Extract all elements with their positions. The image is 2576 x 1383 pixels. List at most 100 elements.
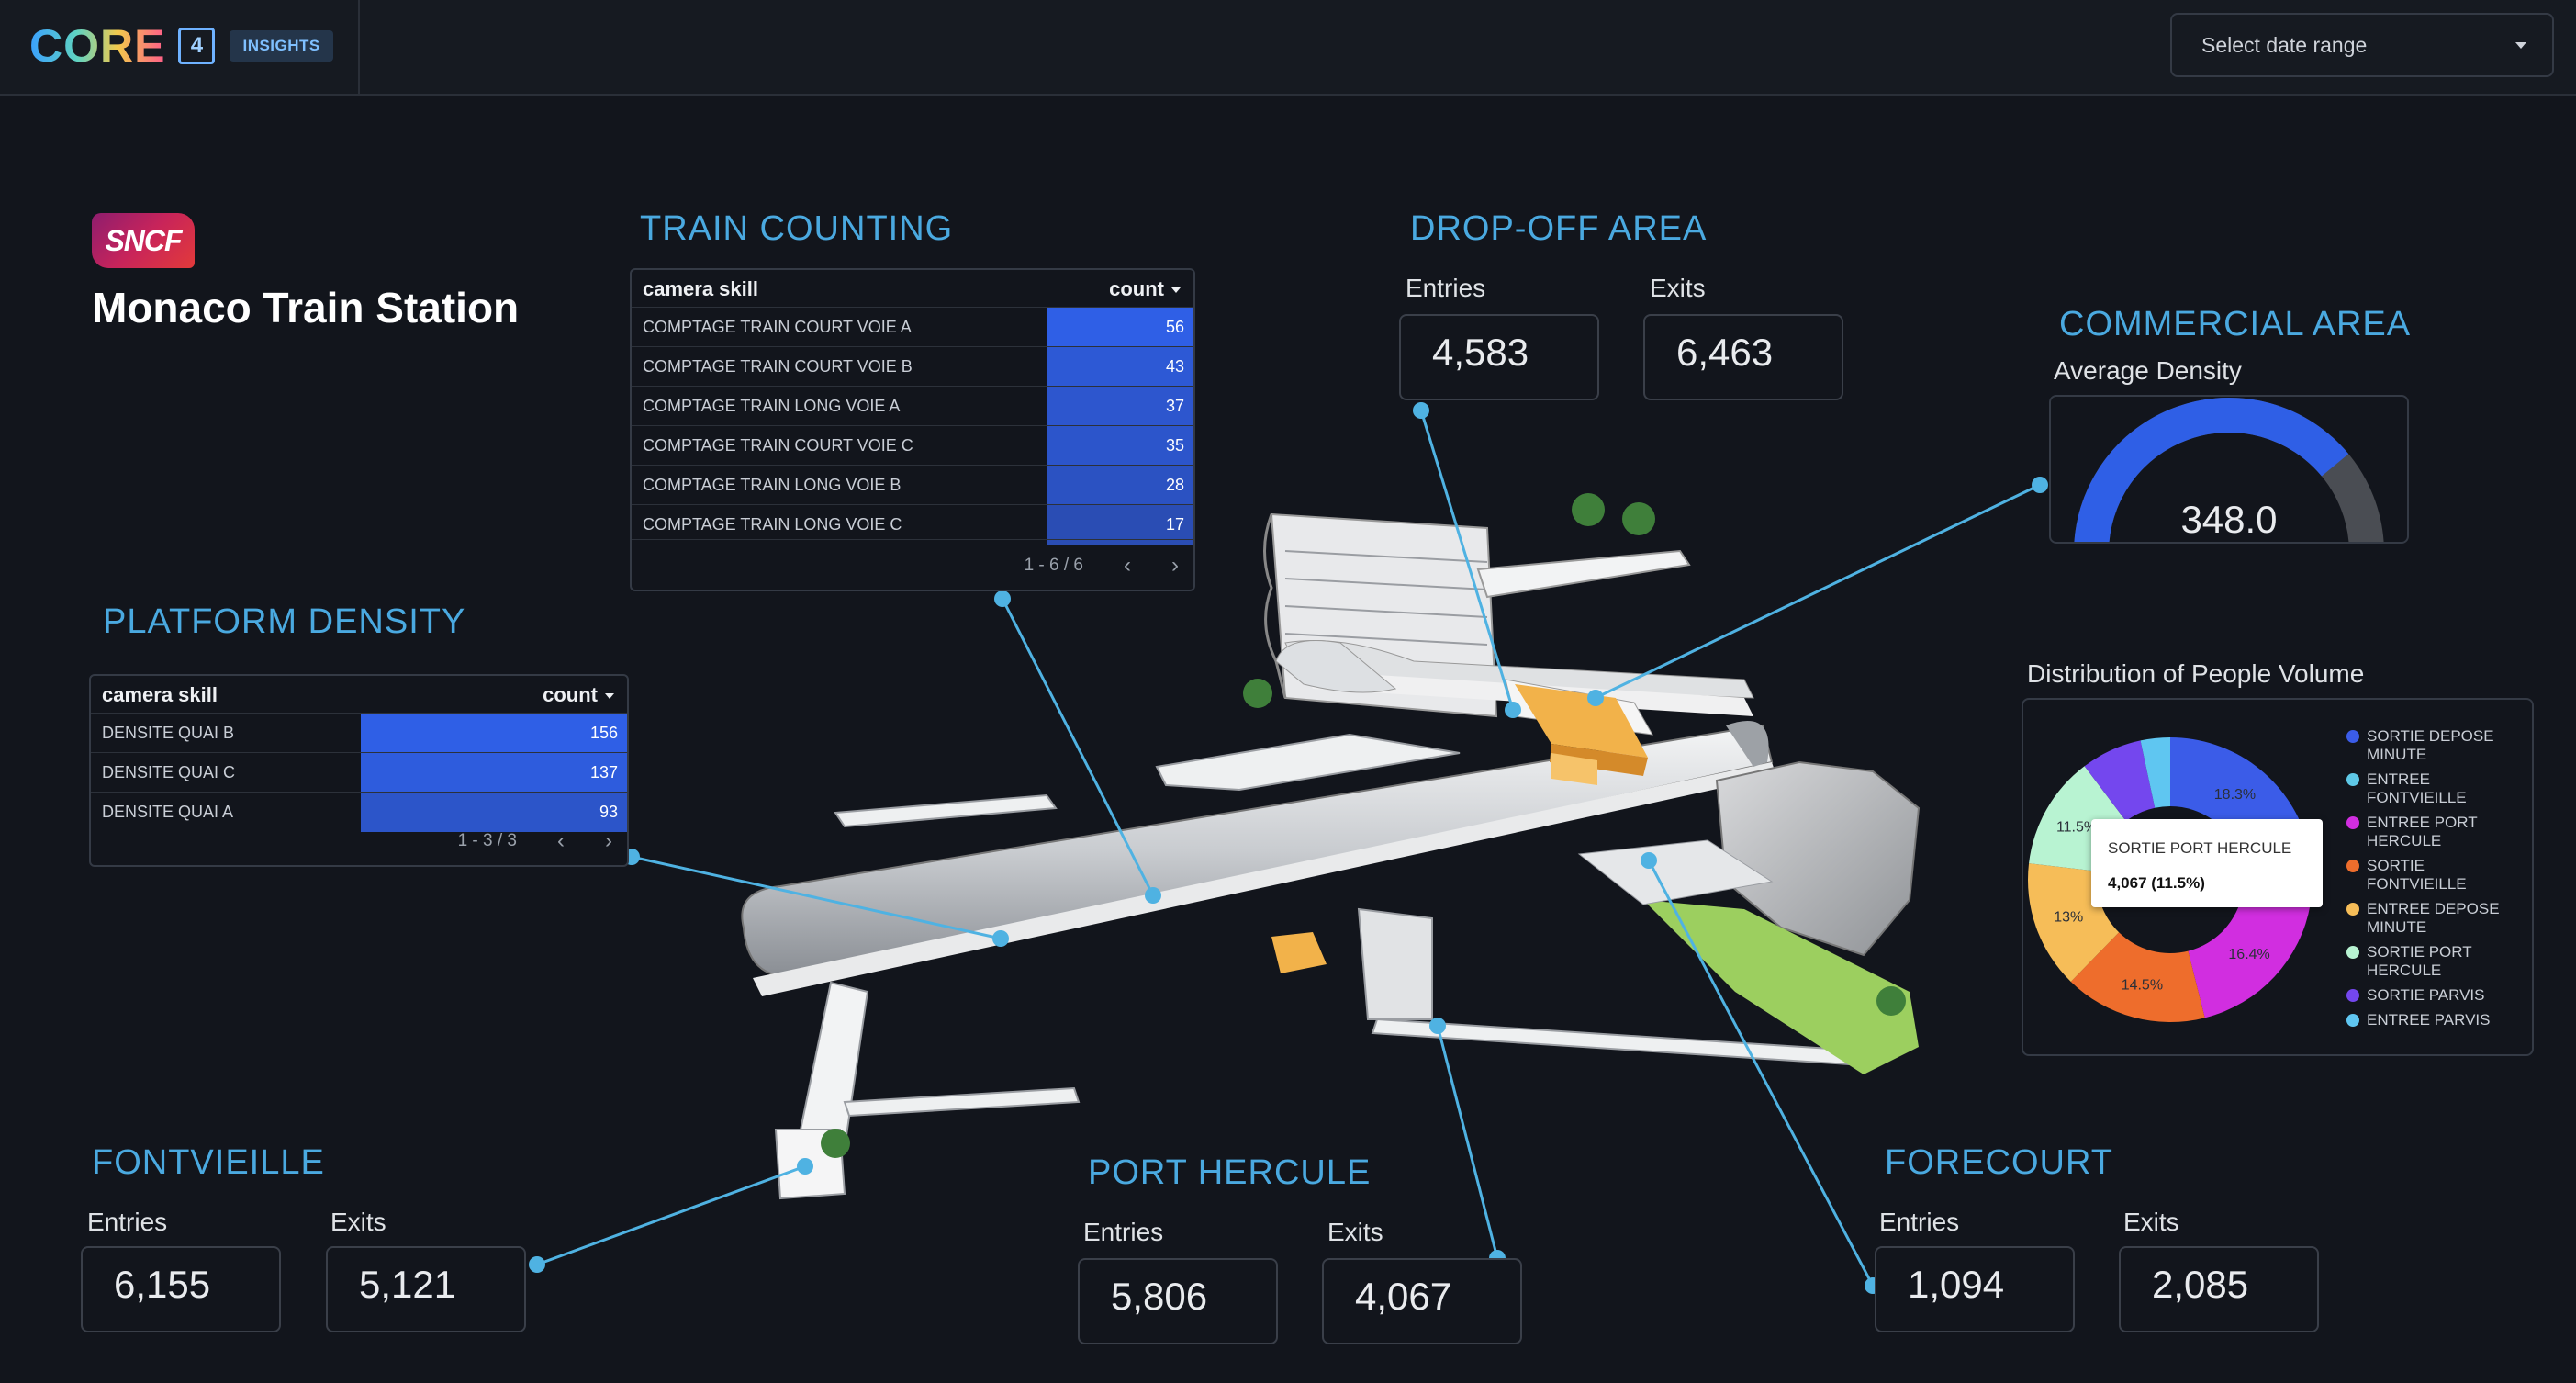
donut-slice[interactable] <box>2070 932 2205 1022</box>
row-count-bar <box>361 714 627 753</box>
row-camera-skill: COMPTAGE TRAIN LONG VOIE C <box>643 515 902 534</box>
table-row[interactable]: COMPTAGE TRAIN COURT VOIE C 35 <box>632 425 1193 466</box>
logo-text: CORE <box>29 20 166 72</box>
row-camera-skill: DENSITE QUAI C <box>102 763 236 781</box>
station-title: Monaco Train Station <box>92 284 520 332</box>
row-camera-skill: COMPTAGE TRAIN COURT VOIE B <box>643 357 913 376</box>
row-count-value: 43 <box>1165 357 1184 376</box>
ring-deck <box>1275 640 1397 693</box>
donut-slice-label: 13% <box>2054 909 2083 925</box>
distribution-title: Distribution of People Volume <box>2027 659 2365 688</box>
row-count-value: 35 <box>1165 436 1184 455</box>
row-count-bar <box>1047 466 1193 505</box>
row-count-value: 17 <box>1165 515 1184 534</box>
row-count-bar <box>1047 505 1193 545</box>
forecourt-entries-value: 1,094 <box>1875 1246 2075 1332</box>
legend-label: ENTREE FONTVIEILLE <box>2367 770 2467 806</box>
legend-dot-icon <box>2346 860 2359 872</box>
drop-off-entries-value: 4,583 <box>1399 314 1599 400</box>
insights-badge: INSIGHTS <box>230 30 333 62</box>
fontvieille-exits-value: 5,121 <box>326 1246 526 1332</box>
table-row[interactable]: DENSITE QUAI A 93 <box>91 792 627 832</box>
row-count-value: 93 <box>599 803 618 821</box>
row-camera-skill: DENSITE QUAI B <box>102 724 235 742</box>
drop-off-exits-value: 6,463 <box>1643 314 1843 400</box>
train-counting-title: TRAIN COUNTING <box>640 209 954 248</box>
column-header-count[interactable]: count <box>1109 277 1181 301</box>
table-footer: 1 - 3 / 3 ‹ › <box>91 815 627 865</box>
chevron-right-icon[interactable]: › <box>605 828 612 853</box>
density-gauge-panel: 348.0 <box>2049 395 2409 554</box>
chevron-right-icon[interactable]: › <box>1171 553 1179 578</box>
sncf-logo: SNCF <box>92 213 195 268</box>
table-row[interactable]: COMPTAGE TRAIN COURT VOIE B 43 <box>632 346 1193 387</box>
row-count-value: 137 <box>589 763 618 781</box>
core-logo[interactable]: CORE 4 INSIGHTS <box>29 20 333 72</box>
donut-slice[interactable] <box>2188 892 2311 1018</box>
table-footer: 1 - 6 / 6 ‹ › <box>632 539 1193 590</box>
legend-dot-icon <box>2346 773 2359 786</box>
table-row[interactable]: COMPTAGE TRAIN LONG VOIE A 37 <box>632 386 1193 426</box>
green-lawn <box>1643 900 1919 1074</box>
palm-trees <box>821 493 1906 1158</box>
port-hercule-exits-value: 4,067 <box>1322 1258 1522 1344</box>
forecourt-entries-label: Entries <box>1879 1208 1960 1236</box>
tunnel-end <box>1726 721 1769 767</box>
legend-label: SORTIE FONTVIEILLE <box>2367 857 2467 893</box>
forecourt-exits-value: 2,085 <box>2119 1246 2319 1332</box>
table-row[interactable]: COMPTAGE TRAIN LONG VOIE C 17 <box>632 504 1193 545</box>
logo-number: 4 <box>178 28 216 64</box>
fontvieille-entries-label: Entries <box>87 1208 168 1236</box>
row-count-value: 156 <box>589 724 618 742</box>
port-hercule-stairs <box>1357 907 1433 1020</box>
row-count-bar <box>1047 387 1193 426</box>
chevron-left-icon[interactable]: ‹ <box>557 828 565 853</box>
row-camera-skill: COMPTAGE TRAIN COURT VOIE C <box>643 436 913 455</box>
row-count-bar <box>1047 308 1193 347</box>
forecourt-deck <box>1577 839 1774 905</box>
donut-slice[interactable] <box>2140 737 2170 808</box>
column-header-count[interactable]: count <box>543 683 614 707</box>
row-count-value: 28 <box>1165 476 1184 494</box>
fontvieille-exits-label: Exits <box>330 1208 386 1236</box>
date-range-select[interactable]: Select date range <box>2170 13 2554 77</box>
row-count-value: 37 <box>1165 397 1184 415</box>
header-divider <box>358 0 360 94</box>
gauge-value: 348.0 <box>2180 498 2278 541</box>
date-range-placeholder: Select date range <box>2201 32 2368 57</box>
fontvieille-entries-value: 6,155 <box>81 1246 281 1332</box>
upper-left-deck <box>834 793 1058 828</box>
gauge-fill <box>2074 398 2349 554</box>
legend-dot-icon <box>2346 903 2359 916</box>
column-header-camera-skill[interactable]: camera skill <box>643 277 758 300</box>
legend-dot-icon <box>2346 1014 2359 1027</box>
left-deck <box>1155 733 1461 792</box>
legend-dot-icon <box>2346 989 2359 1002</box>
leader-lines <box>536 410 2041 1287</box>
lower-left-corridor <box>797 981 869 1150</box>
legend-label: ENTREE DEPOSE MINUTE <box>2367 900 2500 936</box>
fontvieille-title: FONTVIEILLE <box>92 1143 325 1182</box>
density-gauge <box>2074 398 2384 554</box>
lower-bridge <box>843 1086 1081 1118</box>
table-header: camera skill count <box>632 270 1193 307</box>
tooltip-name: SORTIE PORT HERCULE <box>2108 839 2292 857</box>
chevron-left-icon[interactable]: ‹ <box>1124 553 1131 578</box>
port-hercule-title: PORT HERCULE <box>1088 1153 1372 1192</box>
row-count-bar <box>361 753 627 793</box>
row-count-bar <box>1047 426 1193 466</box>
commercial-blocks <box>1515 684 1648 785</box>
row-camera-skill: DENSITE QUAI A <box>102 803 234 821</box>
tooltip-value: 4,067 (11.5%) <box>2108 874 2205 892</box>
legend-label: SORTIE PORT HERCULE <box>2367 943 2472 979</box>
table-row[interactable]: DENSITE QUAI B 156 <box>91 713 627 753</box>
column-header-camera-skill[interactable]: camera skill <box>102 683 218 706</box>
row-camera-skill: COMPTAGE TRAIN LONG VOIE A <box>643 397 901 415</box>
table-row[interactable]: DENSITE QUAI C 137 <box>91 752 627 793</box>
donut-slice[interactable] <box>2084 740 2156 822</box>
donut-slice-label: 16.4% <box>2228 947 2269 962</box>
